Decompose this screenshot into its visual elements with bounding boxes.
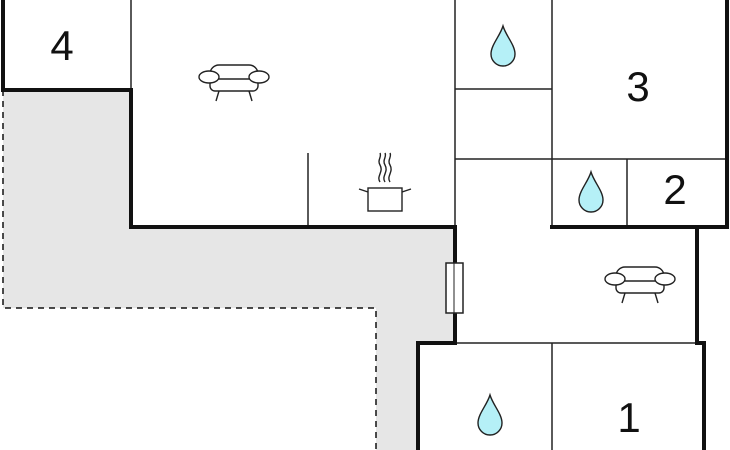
sofa-icon <box>198 64 270 102</box>
room-number-2: 2 <box>663 166 686 213</box>
water-drop-icon <box>578 169 604 213</box>
door-icon <box>445 262 464 314</box>
sofa-icon <box>604 266 676 304</box>
room-number-1: 1 <box>617 394 640 441</box>
water-drop-icon <box>490 23 516 67</box>
terrace <box>2 90 454 450</box>
room-number-3: 3 <box>626 63 649 110</box>
stove-pot-icon <box>358 152 412 212</box>
interior-walls <box>130 0 727 450</box>
water-drop-icon <box>477 392 503 436</box>
room-number-4: 4 <box>50 22 73 69</box>
